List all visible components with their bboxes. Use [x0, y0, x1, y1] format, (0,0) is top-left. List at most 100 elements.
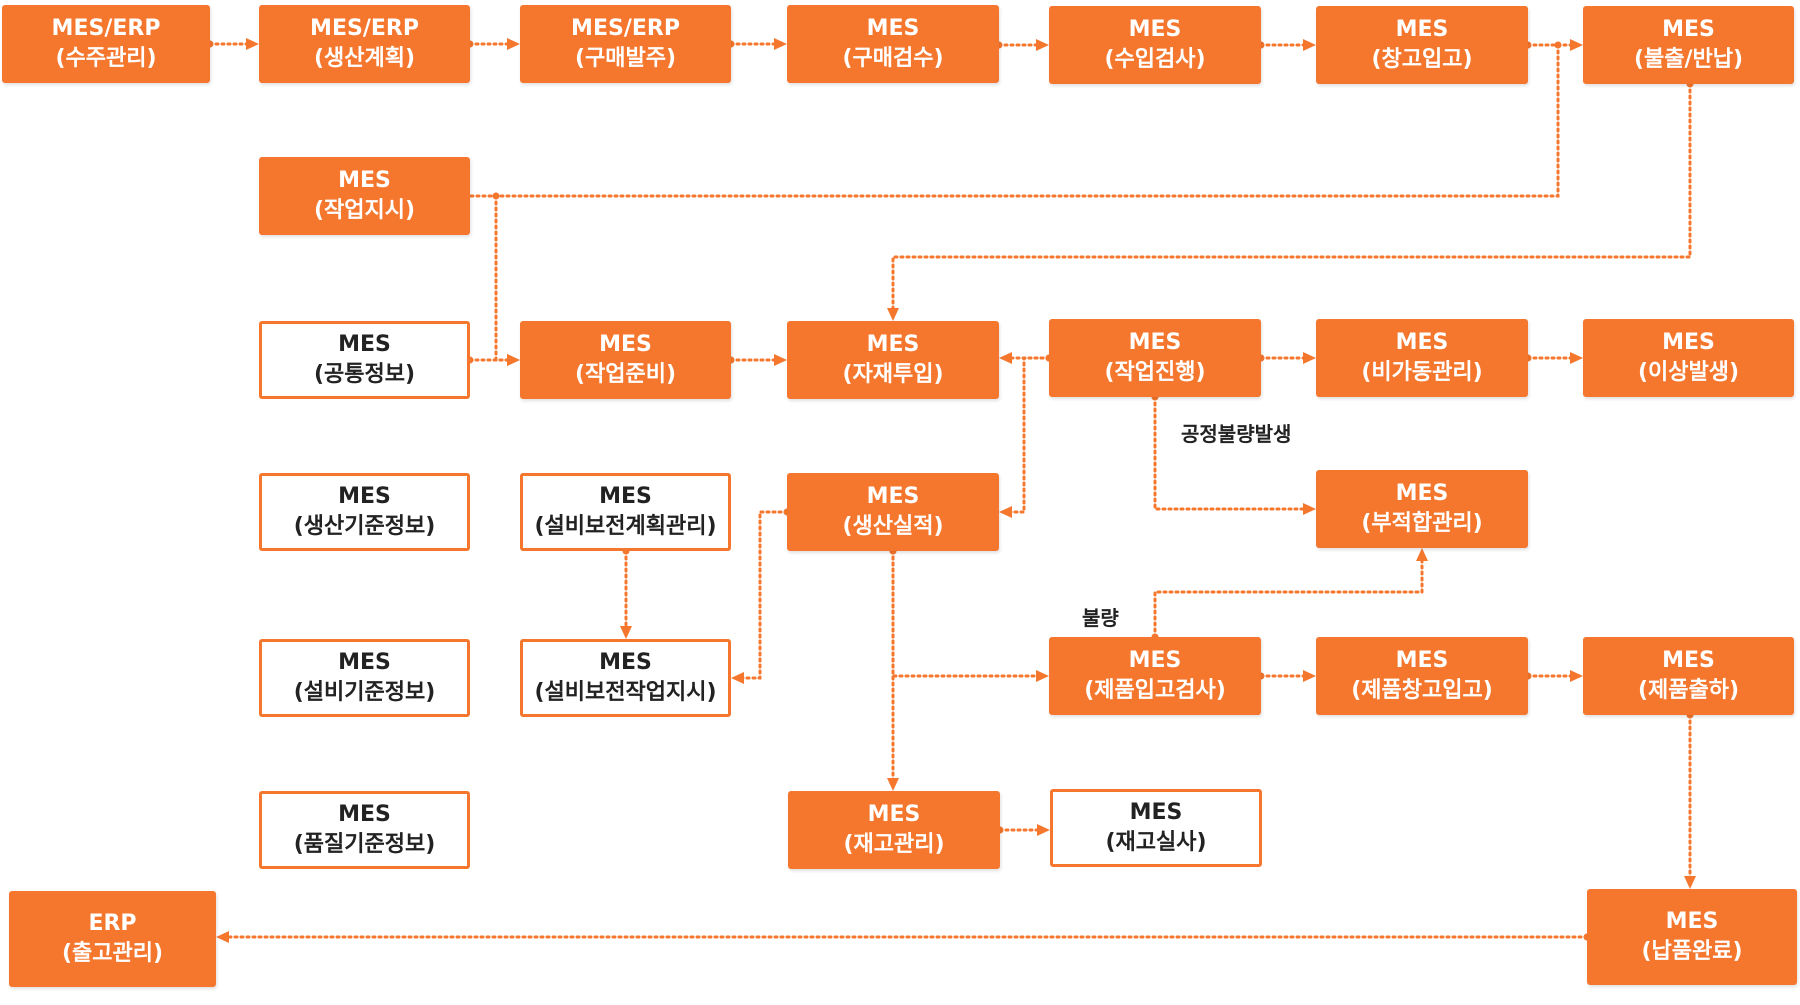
- node-system-label: MES/ERP: [51, 16, 161, 41]
- edge-inspect-to-nonconform: [1153, 555, 1424, 639]
- arrowhead-icon: [774, 38, 787, 50]
- arrowhead-icon: [999, 352, 1012, 364]
- node-anomaly-occurrence: MES (이상발생): [1583, 319, 1794, 397]
- node-work-progress: MES(작업진행): [1049, 319, 1261, 397]
- arrowhead-icon: [620, 626, 632, 639]
- node-product-warehouse-receipt: MES(제품창고입고): [1316, 637, 1528, 715]
- node-function-label: (제품입고검사): [1084, 678, 1226, 703]
- node-system-label: MES: [338, 484, 391, 509]
- node-function-label: (출고관리): [61, 941, 164, 966]
- node-system-label: MES: [338, 332, 391, 357]
- node-equipment-standard-info: MES (설비기준정보): [259, 639, 470, 717]
- node-common-info: MES(공통정보): [259, 321, 470, 399]
- node-system-label: ERP: [88, 911, 137, 936]
- node-system-label: MES: [1395, 330, 1449, 355]
- node-function-label: (자재투입): [842, 362, 944, 387]
- arrowhead-icon: [216, 931, 229, 943]
- node-production-standard-info: MES(생산기준정보): [259, 473, 470, 551]
- node-function-label: (작업준비): [574, 362, 677, 387]
- edge-result-to-maint-order: [738, 510, 789, 680]
- node-quality-standard-info: MES(품질기준정보): [259, 791, 470, 869]
- arrowhead-icon: [774, 354, 787, 366]
- edge-issue-to-material: [891, 82, 1692, 314]
- node-warehouse-receipt: MES (창고입고): [1316, 6, 1528, 84]
- node-system-label: MES: [1395, 17, 1449, 42]
- node-product-shipment: MES(제품출하): [1583, 637, 1794, 715]
- arrowhead-icon: [1303, 39, 1316, 51]
- node-function-label: (부적합관리): [1361, 511, 1483, 536]
- node-system-label: MES: [866, 484, 920, 509]
- node-system-label: MES: [1662, 330, 1715, 355]
- arrowhead-icon: [1303, 352, 1316, 364]
- node-function-label: (구매검수): [842, 46, 944, 71]
- node-purchase-order: MES/ERP (구매발주): [520, 5, 731, 83]
- node-function-label: (설비보전작업지시): [534, 680, 717, 705]
- node-system-label: MES: [866, 16, 920, 41]
- node-system-label: MES: [1128, 648, 1182, 673]
- edge-work-order-branch: [468, 43, 1560, 198]
- arrowhead-icon: [999, 506, 1012, 518]
- node-system-label: MES: [1129, 800, 1183, 825]
- arrowhead-icon: [1303, 503, 1316, 515]
- node-production-plan: MES/ERP (생산계획): [259, 5, 470, 83]
- arrowhead-icon: [1036, 670, 1049, 682]
- node-system-label: MES: [338, 650, 391, 675]
- node-function-label: (비가동관리): [1361, 360, 1483, 385]
- node-work-order: MES (작업지시): [259, 157, 470, 235]
- node-work-preparation: MES(작업준비): [520, 321, 731, 399]
- node-purchase-inspection: MES (구매검수): [787, 5, 999, 83]
- node-function-label: (설비보전계획관리): [534, 514, 717, 539]
- node-system-label: MES/ERP: [310, 16, 419, 41]
- node-function-label: (재고관리): [843, 832, 945, 857]
- node-inventory-audit: MES (재고실사): [1050, 789, 1262, 867]
- node-production-result: MES (생산실적): [787, 473, 999, 551]
- node-product-receipt-inspection: MES (제품입고검사): [1049, 637, 1261, 715]
- node-system-label: MES: [1128, 330, 1182, 355]
- arrowhead-icon: [1570, 670, 1583, 682]
- node-system-label: MES: [866, 332, 920, 357]
- arrowhead-icon: [1416, 548, 1428, 561]
- edge-label-defect: 불량: [1082, 606, 1119, 630]
- node-system-label: MES: [867, 802, 921, 827]
- node-function-label: (구매발주): [574, 46, 677, 71]
- node-system-label: MES: [1662, 17, 1715, 42]
- arrowhead-icon: [1037, 824, 1050, 836]
- node-system-label: MES: [599, 484, 652, 509]
- arrowhead-icon: [1570, 39, 1583, 51]
- arrowhead-icon: [887, 308, 899, 321]
- node-function-label: (수입검사): [1104, 47, 1206, 72]
- node-function-label: (설비기준정보): [293, 680, 436, 705]
- arrowhead-icon: [1570, 352, 1583, 364]
- node-material-input: MES (자재투입): [787, 321, 999, 399]
- edge-progress-to-nonconform: [1153, 395, 1309, 511]
- edge-progress-to-result: [1006, 356, 1051, 514]
- node-system-label: MES/ERP: [571, 16, 680, 41]
- node-incoming-inspection: MES(수입검사): [1049, 6, 1261, 84]
- arrowhead-icon: [1303, 670, 1316, 682]
- node-system-label: MES: [1395, 481, 1449, 506]
- node-function-label: (작업지시): [313, 198, 416, 223]
- node-system-label: MES: [338, 168, 391, 193]
- arrowhead-icon: [887, 778, 899, 791]
- node-function-label: (수주관리): [55, 46, 157, 71]
- node-function-label: (생산실적): [842, 514, 944, 539]
- arrowhead-icon: [507, 354, 520, 366]
- node-function-label: (생산계획): [313, 46, 416, 71]
- arrowhead-icon: [1036, 39, 1049, 51]
- node-function-label: (창고입고): [1371, 47, 1473, 72]
- node-erp-shipping-management: ERP (출고관리): [9, 891, 216, 987]
- node-function-label: (납품완료): [1641, 939, 1743, 964]
- arrowhead-icon: [246, 38, 259, 50]
- node-order-management: MES/ERP (수주관리): [2, 5, 210, 83]
- node-downtime-management: MES (비가동관리): [1316, 319, 1528, 397]
- node-system-label: MES: [338, 802, 391, 827]
- node-nonconformance-management: MES (부적합관리): [1316, 470, 1528, 548]
- connector-dot: [1554, 41, 1562, 49]
- node-system-label: MES: [599, 650, 652, 675]
- node-function-label: (이상발생): [1637, 360, 1740, 385]
- node-function-label: (재고실사): [1105, 830, 1207, 855]
- node-system-label: MES: [1662, 648, 1715, 673]
- node-issue-return: MES(불출/반납): [1583, 6, 1794, 84]
